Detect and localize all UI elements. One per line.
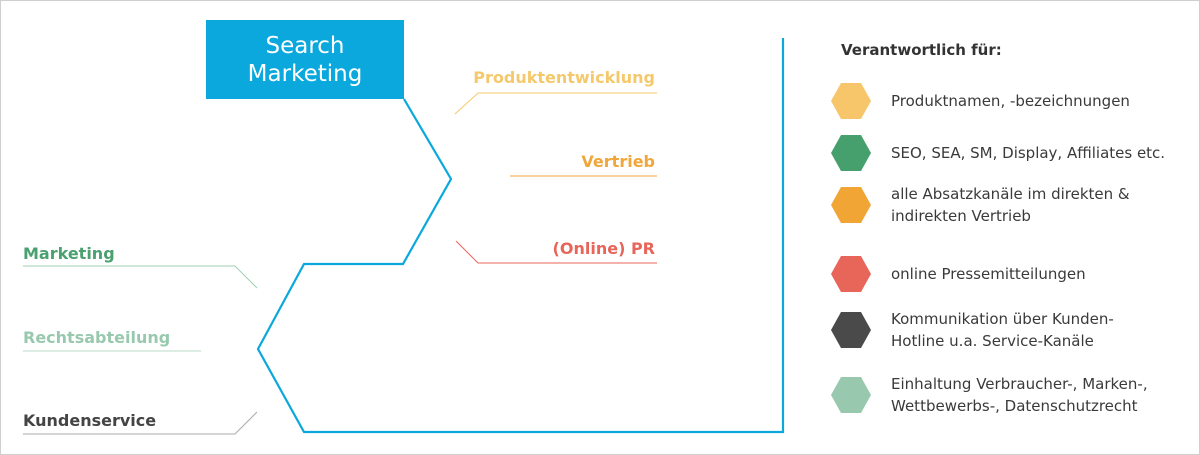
hexagon-icon bbox=[831, 187, 871, 223]
connector-kundenservice bbox=[23, 411, 258, 435]
branch-label-kundenservice: Kundenservice bbox=[23, 411, 157, 430]
branch-label-produktentwicklung: Produktentwicklung bbox=[473, 68, 655, 87]
legend-item-text: alle Absatzkanäle im direkten & indirekt… bbox=[891, 185, 1130, 225]
branch-label-rechtsabteilung: Rechtsabteilung bbox=[23, 328, 171, 347]
connector-online-pr bbox=[455, 240, 657, 264]
hexagon-icon bbox=[831, 377, 871, 413]
legend-item: alle Absatzkanäle im direkten & indirekt… bbox=[831, 180, 1191, 230]
legend-item-text: Produktnamen, -bezeichnungen bbox=[891, 92, 1130, 110]
legend-item-text: online Pressemitteilungen bbox=[891, 265, 1086, 283]
legend-item-text: SEO, SEA, SM, Display, Affiliates etc. bbox=[891, 144, 1166, 162]
legend-item: online Pressemitteilungen bbox=[831, 249, 1191, 299]
branch-label-online-pr: (Online) PR bbox=[552, 239, 655, 258]
diagram-title: Search Marketing bbox=[247, 32, 363, 87]
branch-label-vertrieb: Vertrieb bbox=[581, 152, 655, 171]
legend-item: Produktnamen, -bezeichnungen bbox=[831, 76, 1191, 126]
connector-marketing bbox=[23, 265, 258, 289]
legend-item-text: Kommunikation über Kunden- Hotline u.a. … bbox=[891, 310, 1114, 350]
legend-item: Kommunikation über Kunden- Hotline u.a. … bbox=[831, 305, 1191, 355]
legend-item: SEO, SEA, SM, Display, Affiliates etc. bbox=[831, 128, 1191, 178]
hexagon-icon bbox=[831, 135, 871, 171]
legend-item: Einhaltung Verbraucher-, Marken-, Wettbe… bbox=[831, 370, 1191, 420]
legend-title: Verantwortlich für: bbox=[841, 41, 1002, 59]
branch-label-marketing: Marketing bbox=[23, 244, 115, 263]
hexagon-icon bbox=[831, 83, 871, 119]
legend-item-text: Einhaltung Verbraucher-, Marken-, Wettbe… bbox=[891, 375, 1148, 415]
main-path-line bbox=[256, 38, 785, 434]
hexagon-icon bbox=[831, 312, 871, 348]
connector-produktentwicklung bbox=[454, 92, 657, 115]
title-box: Search Marketing bbox=[206, 20, 404, 99]
hexagon-icon bbox=[831, 256, 871, 292]
